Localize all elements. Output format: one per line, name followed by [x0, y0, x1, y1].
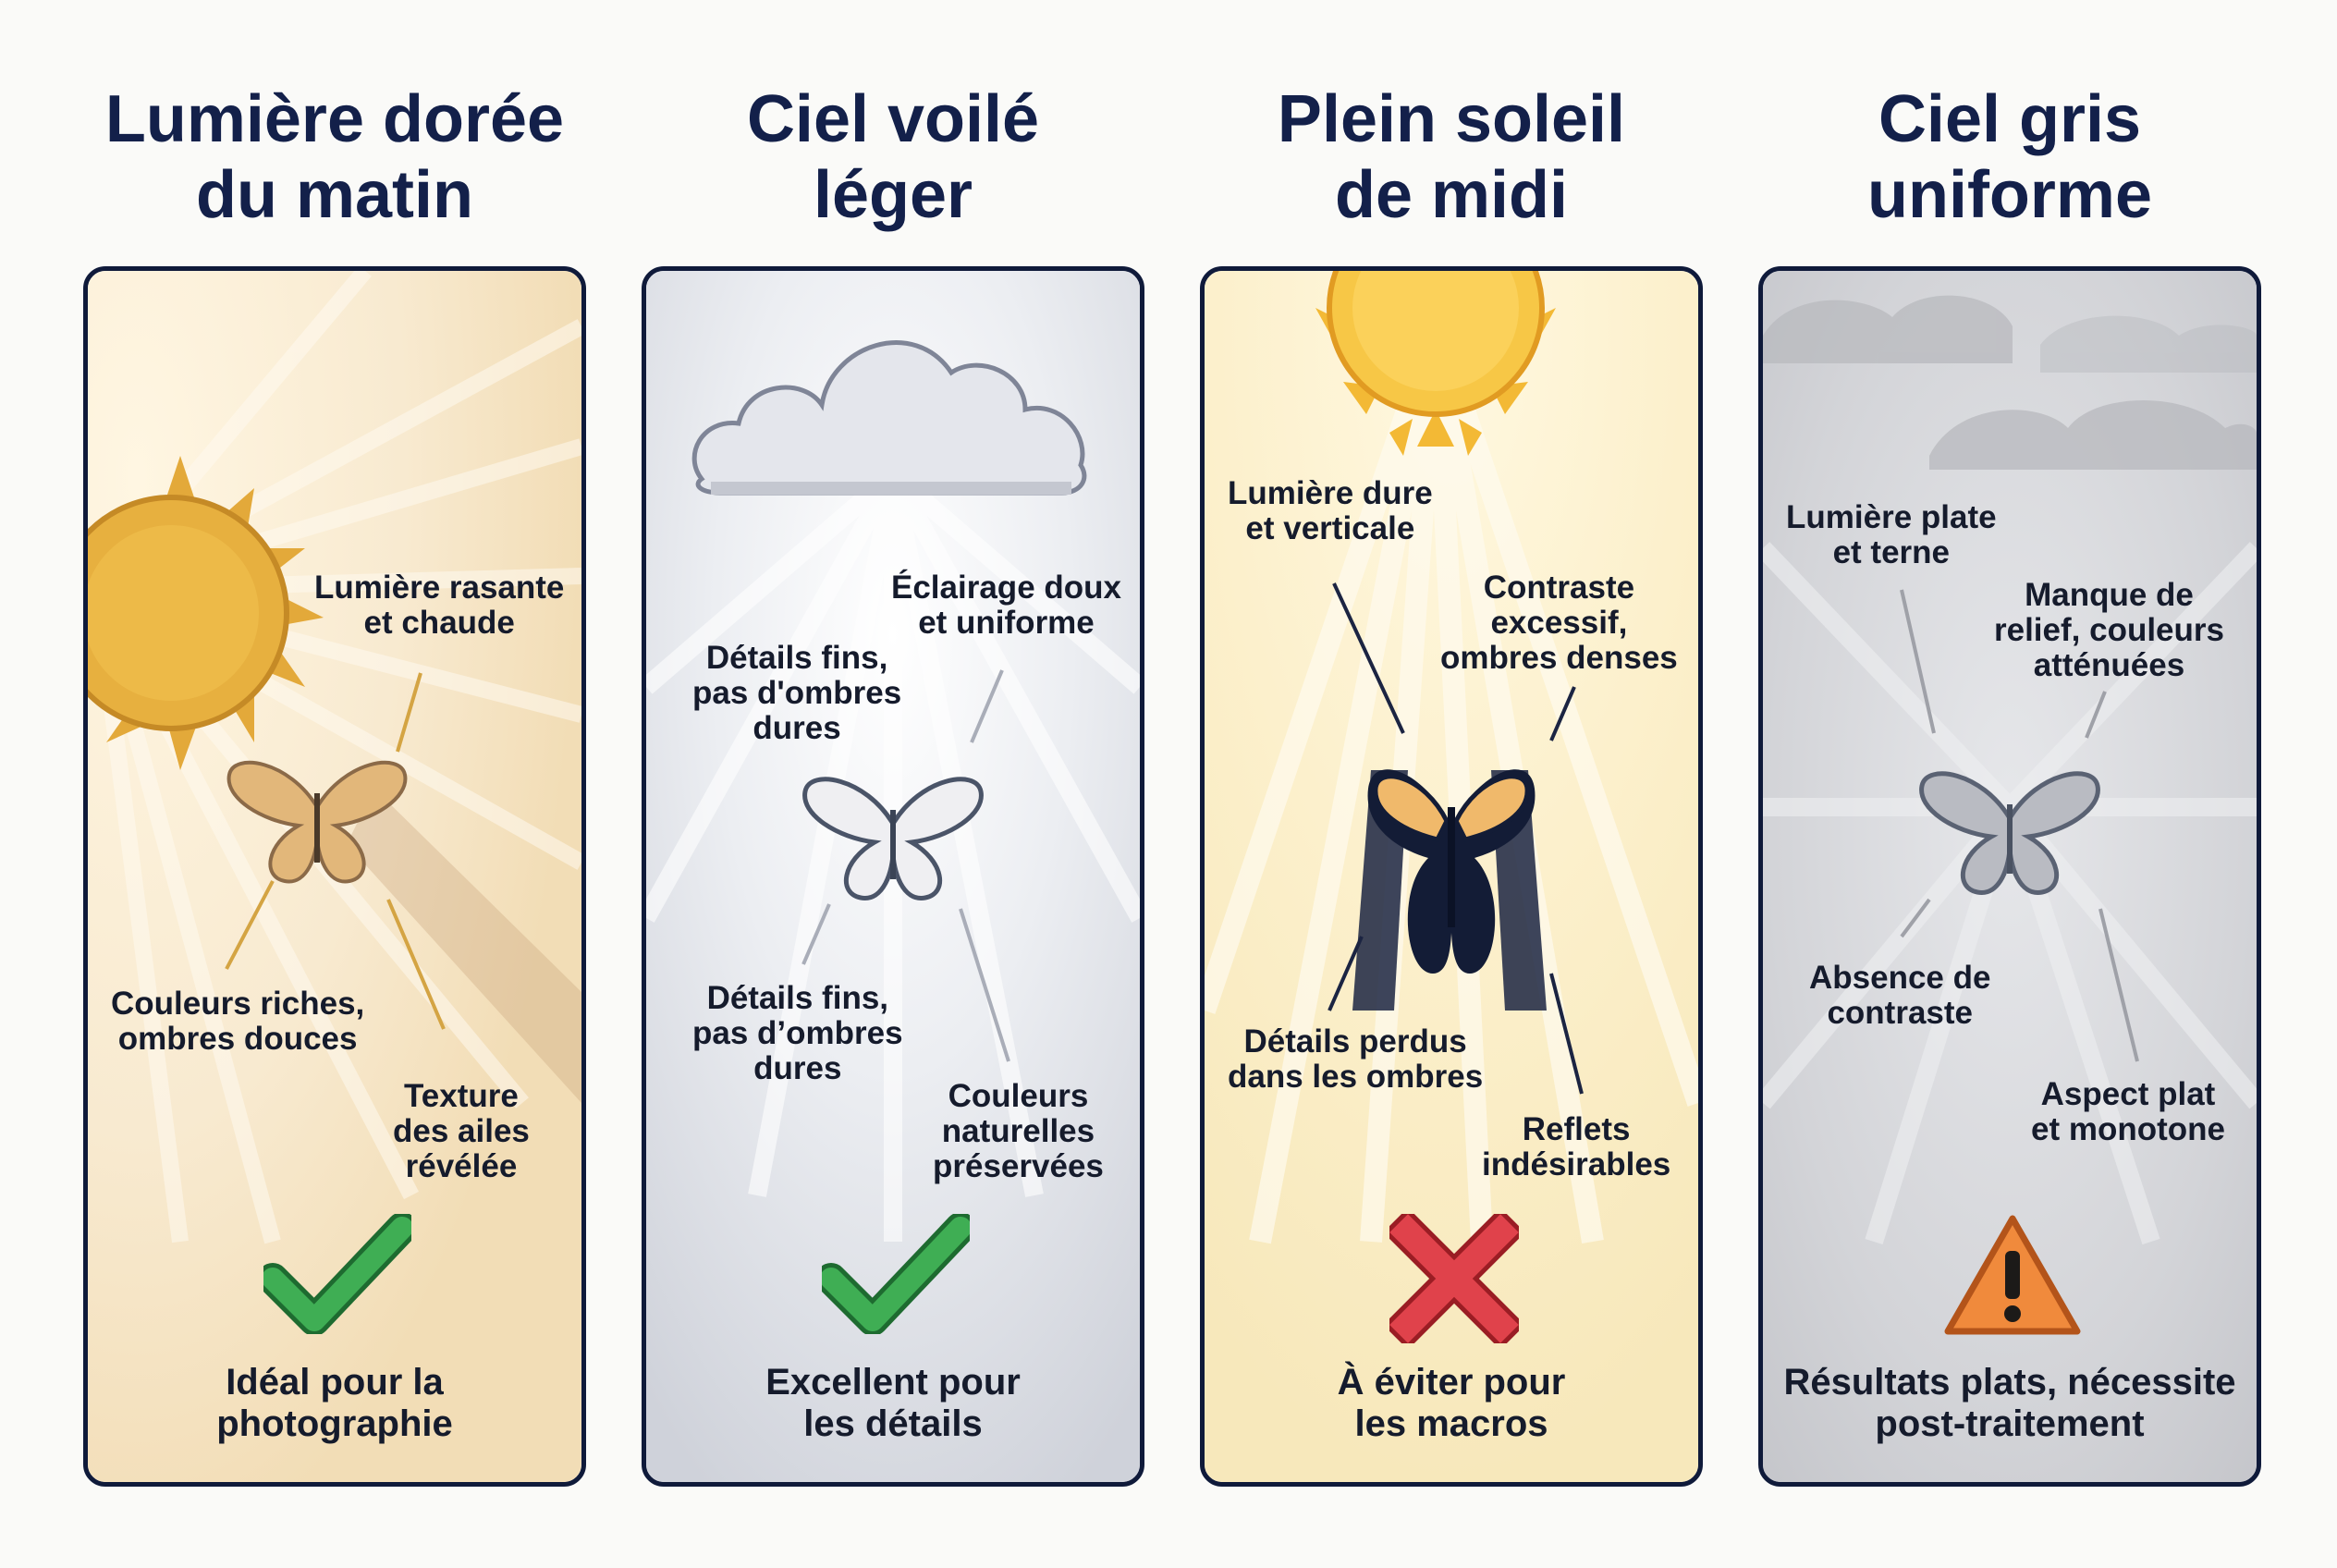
label-line: Détails fins,: [705, 640, 888, 676]
title-line: Ciel voilé: [746, 82, 1040, 156]
label-fine-details-top: Détails fins, pas d'ombres dures: [692, 641, 901, 746]
verdict-text: Idéal pour la photographie: [88, 1362, 581, 1445]
golden-scene: [88, 271, 581, 1482]
label-line: relief, couleurs: [1994, 612, 2224, 648]
label-grazing-light: Lumière rasante et chaude: [314, 570, 564, 641]
label-soft-lighting: Éclairage doux et uniforme: [891, 570, 1121, 641]
panel-golden-morning: Lumière dorée du matin: [83, 0, 586, 1568]
long-shadow: [347, 789, 581, 1103]
label-line: Lumière plate: [1786, 499, 1997, 535]
title-line: uniforme: [1866, 158, 2152, 232]
title-line: léger: [813, 158, 973, 232]
label-line: Détails perdus: [1243, 1023, 1467, 1060]
panel-card: Lumière plate et terne Manque de relief,…: [1758, 266, 2261, 1487]
panel-gray-sky: Ciel gris uniforme: [1758, 0, 2261, 1568]
verdict-line: photographie: [216, 1403, 453, 1444]
verdict-text: Résultats plats, nécessite post-traiteme…: [1763, 1362, 2257, 1445]
cloud-icon: [1763, 295, 2257, 470]
cross-icon: [1389, 1214, 1519, 1343]
label-line: Reflets: [1522, 1111, 1631, 1147]
panel-title: Ciel voilé léger: [642, 81, 1144, 233]
title-line: de midi: [1334, 158, 1569, 232]
label-no-contrast: Absence de contraste: [1809, 961, 1990, 1031]
title-line: Plein soleil: [1277, 82, 1626, 156]
label-line: atténuées: [2033, 647, 2185, 683]
butterfly-icon: [802, 777, 984, 900]
label-lack-of-relief: Manque de relief, couleurs atténuées: [1994, 578, 2224, 683]
label-rich-colors: Couleurs riches, ombres douces: [111, 986, 364, 1057]
title-line: Ciel gris: [1878, 82, 2142, 156]
label-line: dans les ombres: [1228, 1059, 1484, 1095]
label-line: ombres douces: [117, 1021, 358, 1057]
verdict-line: les détails: [803, 1403, 983, 1444]
label-line: Lumière dure: [1228, 475, 1433, 511]
verdict-text: Excellent pour les détails: [646, 1362, 1140, 1445]
verdict-line: Idéal pour la: [226, 1362, 444, 1403]
cloud-icon: [691, 340, 1087, 496]
panel-title: Ciel gris uniforme: [1758, 81, 2261, 233]
label-line: Éclairage doux: [891, 570, 1121, 606]
label-line: excessif,: [1490, 605, 1628, 641]
warning-icon: [1944, 1215, 2081, 1335]
check-icon: [263, 1214, 411, 1334]
label-line: et uniforme: [918, 605, 1095, 641]
label-natural-colors: Couleurs naturelles préservées: [933, 1079, 1104, 1184]
gray-sky-scene: [1763, 271, 2257, 1482]
butterfly-icon: [1919, 771, 2100, 895]
label-flat-aspect: Aspect plat et monotone: [2031, 1077, 2225, 1147]
panel-title: Plein soleil de midi: [1200, 81, 1703, 233]
panel-title: Lumière dorée du matin: [83, 81, 586, 233]
label-line: et monotone: [2031, 1111, 2225, 1147]
label-line: et verticale: [1245, 510, 1415, 546]
sun-icon: [88, 456, 324, 770]
noon-scene: [1205, 271, 1698, 1482]
label-line: pas d'ombres: [692, 675, 902, 711]
label-line: Détails fins,: [706, 980, 889, 1016]
label-line: et chaude: [363, 605, 515, 641]
label-hard-light: Lumière dure et verticale: [1228, 476, 1433, 546]
verdict-text: À éviter pour les macros: [1205, 1362, 1698, 1445]
label-line: et terne: [1832, 534, 1950, 570]
label-fine-details-bottom: Détails fins, pas d’ombres dures: [692, 981, 903, 1086]
label-line: dures: [752, 710, 841, 746]
label-line: Contraste: [1483, 570, 1635, 606]
label-line: Manque de: [2025, 577, 2194, 613]
title-line: Lumière dorée: [104, 82, 565, 156]
verdict-line: post-traitement: [1875, 1403, 2145, 1444]
verdict-line: À éviter pour: [1337, 1362, 1566, 1403]
panel-light-overcast: Ciel voilé léger: [642, 0, 1144, 1568]
label-line: dures: [753, 1050, 842, 1086]
label-line: pas d’ombres: [692, 1015, 903, 1051]
label-line: Texture: [404, 1078, 519, 1114]
title-line: du matin: [196, 158, 473, 232]
label-line: Aspect plat: [2040, 1076, 2216, 1112]
label-line: des ailes: [393, 1113, 530, 1149]
check-icon: [822, 1214, 970, 1334]
panel-card: Lumière dure et verticale Contraste exce…: [1200, 266, 1703, 1487]
label-excessive-contrast: Contraste excessif, ombres denses: [1440, 570, 1678, 676]
label-wing-texture: Texture des ailes révélée: [393, 1079, 530, 1184]
label-line: préservées: [933, 1148, 1104, 1184]
label-flat-light: Lumière plate et terne: [1786, 500, 1997, 570]
label-lost-details: Détails perdus dans les ombres: [1228, 1024, 1483, 1095]
label-line: Absence de: [1809, 960, 1991, 996]
label-line: indésirables: [1482, 1146, 1671, 1182]
label-line: naturelles: [941, 1113, 1095, 1149]
verdict-line: les macros: [1354, 1403, 1548, 1444]
label-line: Couleurs: [948, 1078, 1089, 1114]
label-line: Lumière rasante: [314, 570, 565, 606]
panel-noon-sun: Plein soleil de midi: [1200, 0, 1703, 1568]
panel-card: Éclairage doux et uniforme Détails fins,…: [642, 266, 1144, 1487]
verdict-line: Excellent pour: [765, 1362, 1021, 1403]
panel-card: Lumière rasante et chaude Couleurs riche…: [83, 266, 586, 1487]
verdict-line: Résultats plats, nécessite: [1783, 1362, 2236, 1403]
label-line: révélée: [405, 1148, 518, 1184]
label-line: contraste: [1827, 995, 1974, 1031]
label-line: Couleurs riches,: [111, 986, 365, 1022]
label-unwanted-reflections: Reflets indésirables: [1482, 1112, 1670, 1182]
label-line: ombres denses: [1440, 640, 1678, 676]
butterfly-icon: [226, 760, 408, 884]
sun-icon: [1315, 271, 1556, 456]
butterfly-icon: [1367, 769, 1536, 974]
